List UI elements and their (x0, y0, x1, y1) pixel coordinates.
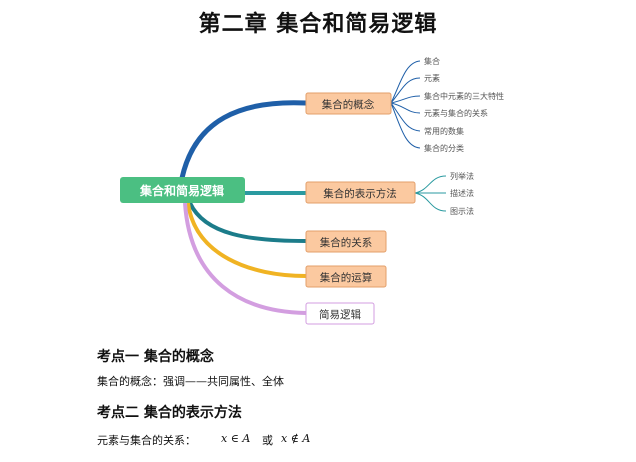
sublink-concept-5 (390, 102, 421, 132)
link-relation (188, 202, 307, 243)
section-heading-1: 考点一 集合的概念 (97, 349, 214, 365)
node-relation-label: 集合的关系 (320, 236, 373, 249)
root-node: 集合和简易逻辑 (120, 177, 245, 203)
relation-in: x ∈ A (221, 432, 251, 445)
node-logic: 简易逻辑 (305, 302, 375, 325)
leaf-concept-1: 集合 (424, 56, 440, 66)
node-logic-label: 简易逻辑 (319, 308, 361, 321)
representation-children: 列举法 描述法 图示法 (450, 171, 474, 216)
section-heading-2: 考点二 集合的表示方法 (97, 405, 242, 421)
node-representation-label: 集合的表示方法 (323, 187, 397, 200)
sublink-concept-4 (390, 102, 421, 114)
leaf-concept-5: 常用的数集 (424, 126, 464, 136)
link-concept (179, 100, 307, 179)
branch-links (179, 60, 447, 315)
relation-notin: x ∉ A (281, 432, 311, 445)
leaf-concept-4: 元素与集合的关系 (424, 108, 488, 118)
node-operation-label: 集合的运算 (320, 271, 373, 284)
relation-or: 或 (262, 434, 273, 447)
leaf-repr-2: 描述法 (450, 188, 474, 198)
node-relation: 集合的关系 (305, 230, 387, 253)
mind-map: 集合和简易逻辑 集合的概念 集合的表示方法 集合的关系 集合的运算 简易逻辑 集… (120, 56, 504, 325)
node-concept-label: 集合的概念 (322, 98, 375, 111)
sublink-repr-3 (414, 192, 447, 212)
node-concept: 集合的概念 (305, 92, 392, 115)
leaf-concept-2: 元素 (424, 73, 440, 83)
sublink-repr-1 (414, 175, 447, 194)
root-node-label: 集合和简易逻辑 (139, 183, 224, 198)
sublink-concept-6 (390, 102, 421, 149)
sublink-concept-3 (390, 95, 421, 104)
link-operation (186, 202, 307, 278)
chapter-title: 第二章 集合和简易逻辑 (198, 11, 438, 37)
node-operation: 集合的运算 (305, 265, 387, 288)
node-representation: 集合的表示方法 (305, 181, 416, 204)
concept-children: 集合 元素 集合中元素的三大特性 元素与集合的关系 常用的数集 集合的分类 (424, 56, 504, 153)
sublink-concept-1 (390, 60, 421, 104)
leaf-repr-3: 图示法 (450, 206, 474, 216)
leaf-repr-1: 列举法 (450, 171, 474, 181)
section-text-1: 集合的概念：强调——共同属性、全体 (97, 375, 284, 388)
leaf-concept-3: 集合中元素的三大特性 (424, 91, 504, 101)
section-text-2: 元素与集合的关系： (97, 434, 196, 447)
sublink-concept-2 (390, 77, 421, 104)
link-logic (183, 202, 307, 315)
leaf-concept-6: 集合的分类 (424, 143, 464, 153)
